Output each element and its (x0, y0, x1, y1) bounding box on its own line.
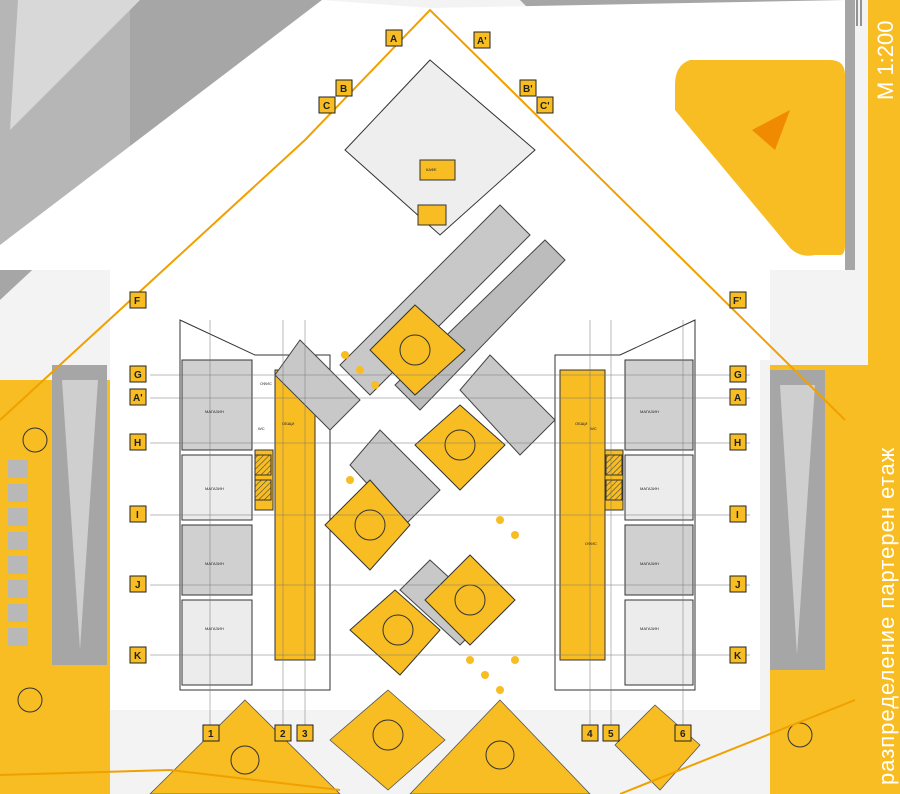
grid-tag-left-k: K (129, 646, 147, 664)
room-label-shop-l4: МАГАЗИН (205, 626, 224, 631)
room-label-shop-r3: МАГАЗИН (640, 561, 659, 566)
room-label-shop-l3: МАГАЗИН (205, 561, 224, 566)
north-arrow-icon (752, 110, 790, 150)
room-label-cafe: КАФЕ (426, 167, 437, 172)
trees (17, 334, 813, 775)
grid-tag-top-c: C (318, 96, 336, 114)
room-label-shop-r4: МАГАЗИН (640, 626, 659, 631)
landscape-bottom (149, 689, 701, 794)
building-right (554, 319, 696, 691)
svg-text:I: I (136, 510, 139, 521)
grid-tag-left-j: J (129, 575, 147, 593)
svg-text:H: H (134, 438, 141, 449)
svg-text:G: G (734, 370, 742, 381)
grid-tag-right-g: G (729, 365, 747, 383)
landscape-left (0, 365, 110, 794)
svg-text:K: K (134, 651, 142, 662)
svg-text:B': B' (523, 84, 533, 95)
svg-text:A: A (734, 393, 741, 404)
grid-tag-left-g: G (129, 365, 147, 383)
grid-tag-left-h: H (129, 433, 147, 451)
room-label-wc-l: WC (258, 426, 265, 431)
svg-text:A': A' (133, 393, 143, 404)
svg-text:1: 1 (208, 729, 214, 740)
grid-tag-col-2: 2 (274, 724, 292, 742)
corner-mark (856, 0, 862, 26)
grid-tag-right-i: I (729, 505, 747, 523)
grid-tag-col-6: 6 (674, 724, 692, 742)
room-label-office-r: ОФИС (585, 541, 597, 546)
svg-text:H: H (734, 438, 741, 449)
svg-text:A: A (390, 34, 397, 45)
planters (324, 304, 516, 676)
building-left (179, 319, 331, 691)
grid-tag-top-b2: B' (519, 79, 537, 97)
grid-tag-right-h: H (729, 433, 747, 451)
site-boundary-lines (0, 8, 856, 794)
landscape-island-top-right (675, 60, 845, 256)
room-labels: КАФЕ МАГАЗИН МАГАЗИН МАГАЗИН МАГАЗИН МАГ… (205, 165, 659, 631)
room-label-common-r: ОБЩИ (575, 421, 587, 426)
grid-tag-left-i: I (129, 505, 147, 523)
grid-tag-top-b: B (335, 79, 353, 97)
svg-text:C: C (323, 101, 330, 112)
room-label-shop-l2: МАГАЗИН (205, 486, 224, 491)
svg-text:J: J (735, 580, 741, 591)
grid-tags: A A' B B' C C' F G (129, 29, 747, 742)
grid-tag-right-f2: F' (729, 291, 747, 309)
svg-text:F: F (134, 296, 140, 307)
grid-tag-top-a: A (385, 29, 403, 47)
title-strip (868, 0, 900, 794)
grid-tag-col-1: 1 (202, 724, 220, 742)
bollards (341, 351, 519, 694)
svg-text:2: 2 (280, 729, 286, 740)
svg-text:I: I (736, 510, 739, 521)
grid-tag-top-c2: C' (536, 96, 554, 114)
grid-tag-left-a2: A' (129, 388, 147, 406)
grid-tag-top-a2: A' (473, 31, 491, 49)
grid-tag-right-k: K (729, 646, 747, 664)
room-label-office-l: ОФИС (260, 381, 272, 386)
room-label-shop-l1: МАГАЗИН (205, 409, 224, 414)
room-label-shop-r2: МАГАЗИН (640, 486, 659, 491)
svg-text:G: G (134, 370, 142, 381)
grid-tag-col-5: 5 (602, 724, 620, 742)
plan-title: разпределение партерен етаж (874, 446, 899, 785)
svg-text:K: K (734, 651, 742, 662)
grid-tag-col-4: 4 (581, 724, 599, 742)
svg-text:3: 3 (302, 729, 308, 740)
grid-tag-right-j: J (729, 575, 747, 593)
svg-text:B: B (340, 84, 347, 95)
svg-text:6: 6 (680, 729, 686, 740)
grid-tag-col-3: 3 (296, 724, 314, 742)
svg-text:C': C' (540, 101, 550, 112)
grid-tag-left-f: F (129, 291, 147, 309)
scale-label: М 1:200 (873, 20, 898, 101)
room-label-shop-r1: МАГАЗИН (640, 409, 659, 414)
svg-text:A': A' (477, 36, 487, 47)
svg-text:4: 4 (587, 729, 593, 740)
room-label-wc-r: WC (590, 426, 597, 431)
sidewalk (10, 0, 140, 130)
room-label-common-l: ОБЩИ (282, 421, 294, 426)
svg-text:J: J (135, 580, 141, 591)
svg-text:5: 5 (608, 729, 614, 740)
grid-tag-right-a: A (729, 388, 747, 406)
grid-axes (150, 320, 750, 735)
landscape-right (770, 365, 870, 794)
svg-text:F': F' (733, 296, 742, 307)
